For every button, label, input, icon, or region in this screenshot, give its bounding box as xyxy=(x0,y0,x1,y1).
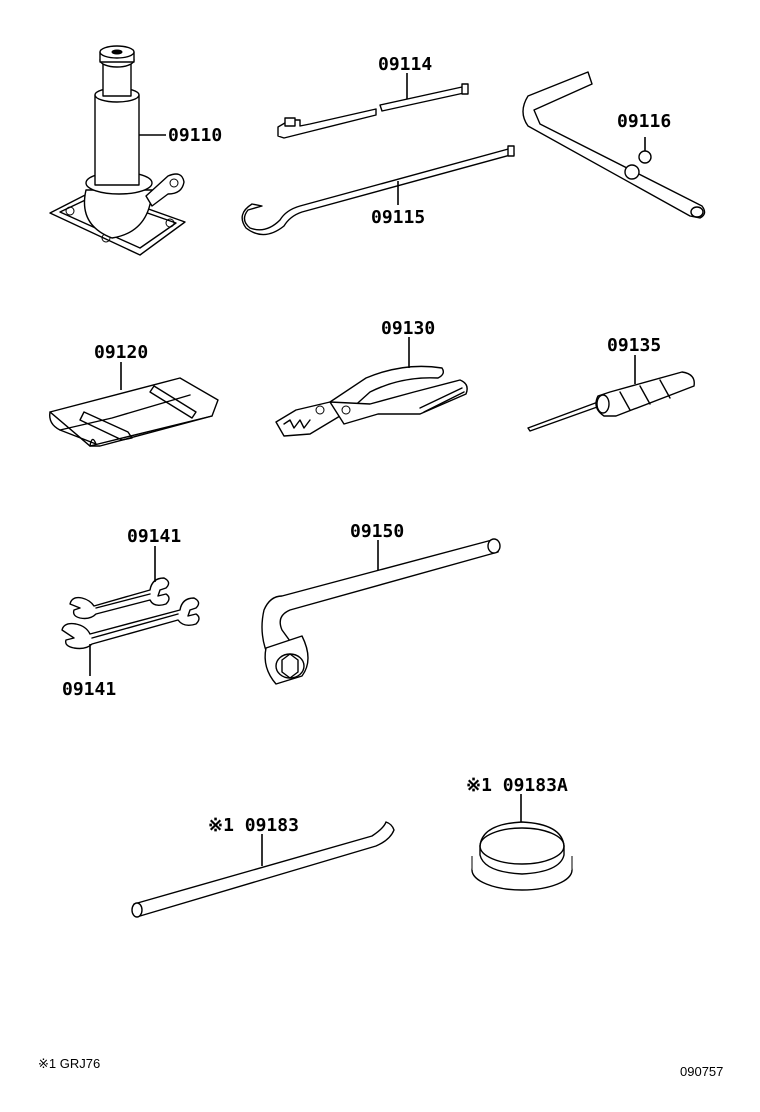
tire-cap-drawing xyxy=(471,821,573,891)
wrench-upper-part-number: 09141 xyxy=(127,526,181,547)
tool-bag-part-number: 09120 xyxy=(94,342,148,363)
screwdriver-drawing xyxy=(527,371,695,432)
jack-drawing xyxy=(49,45,186,256)
tire-cap-part-number: ※1 09183A xyxy=(466,775,568,796)
jack-part-number: 09110 xyxy=(168,125,222,146)
tool-bag-drawing xyxy=(49,377,219,447)
jack-handle-part-number: 09115 xyxy=(371,207,425,228)
jack-handle-drawing xyxy=(241,145,515,236)
tire-lever-part-number: ※1 09183 xyxy=(208,815,299,836)
crank-handle-drawing xyxy=(522,71,706,219)
crank-handle-part-number: 09116 xyxy=(617,111,671,132)
footnote-text: ※1 GRJ76 xyxy=(38,1056,100,1071)
pliers-part-number: 09130 xyxy=(381,318,435,339)
handle-extension-drawing xyxy=(277,83,469,139)
wheel-nut-wrench-part-number: 09150 xyxy=(350,521,404,542)
wrench-lower-part-number: 09141 xyxy=(62,679,116,700)
handle-extension-part-number: 09114 xyxy=(378,54,432,75)
wrenches-drawing xyxy=(61,577,200,650)
wheel-nut-wrench-drawing xyxy=(261,538,501,685)
tire-lever-drawing xyxy=(131,821,395,918)
pliers-drawing xyxy=(275,365,468,437)
figure-code: 090757 xyxy=(680,1064,723,1079)
screwdriver-part-number: 09135 xyxy=(607,335,661,356)
